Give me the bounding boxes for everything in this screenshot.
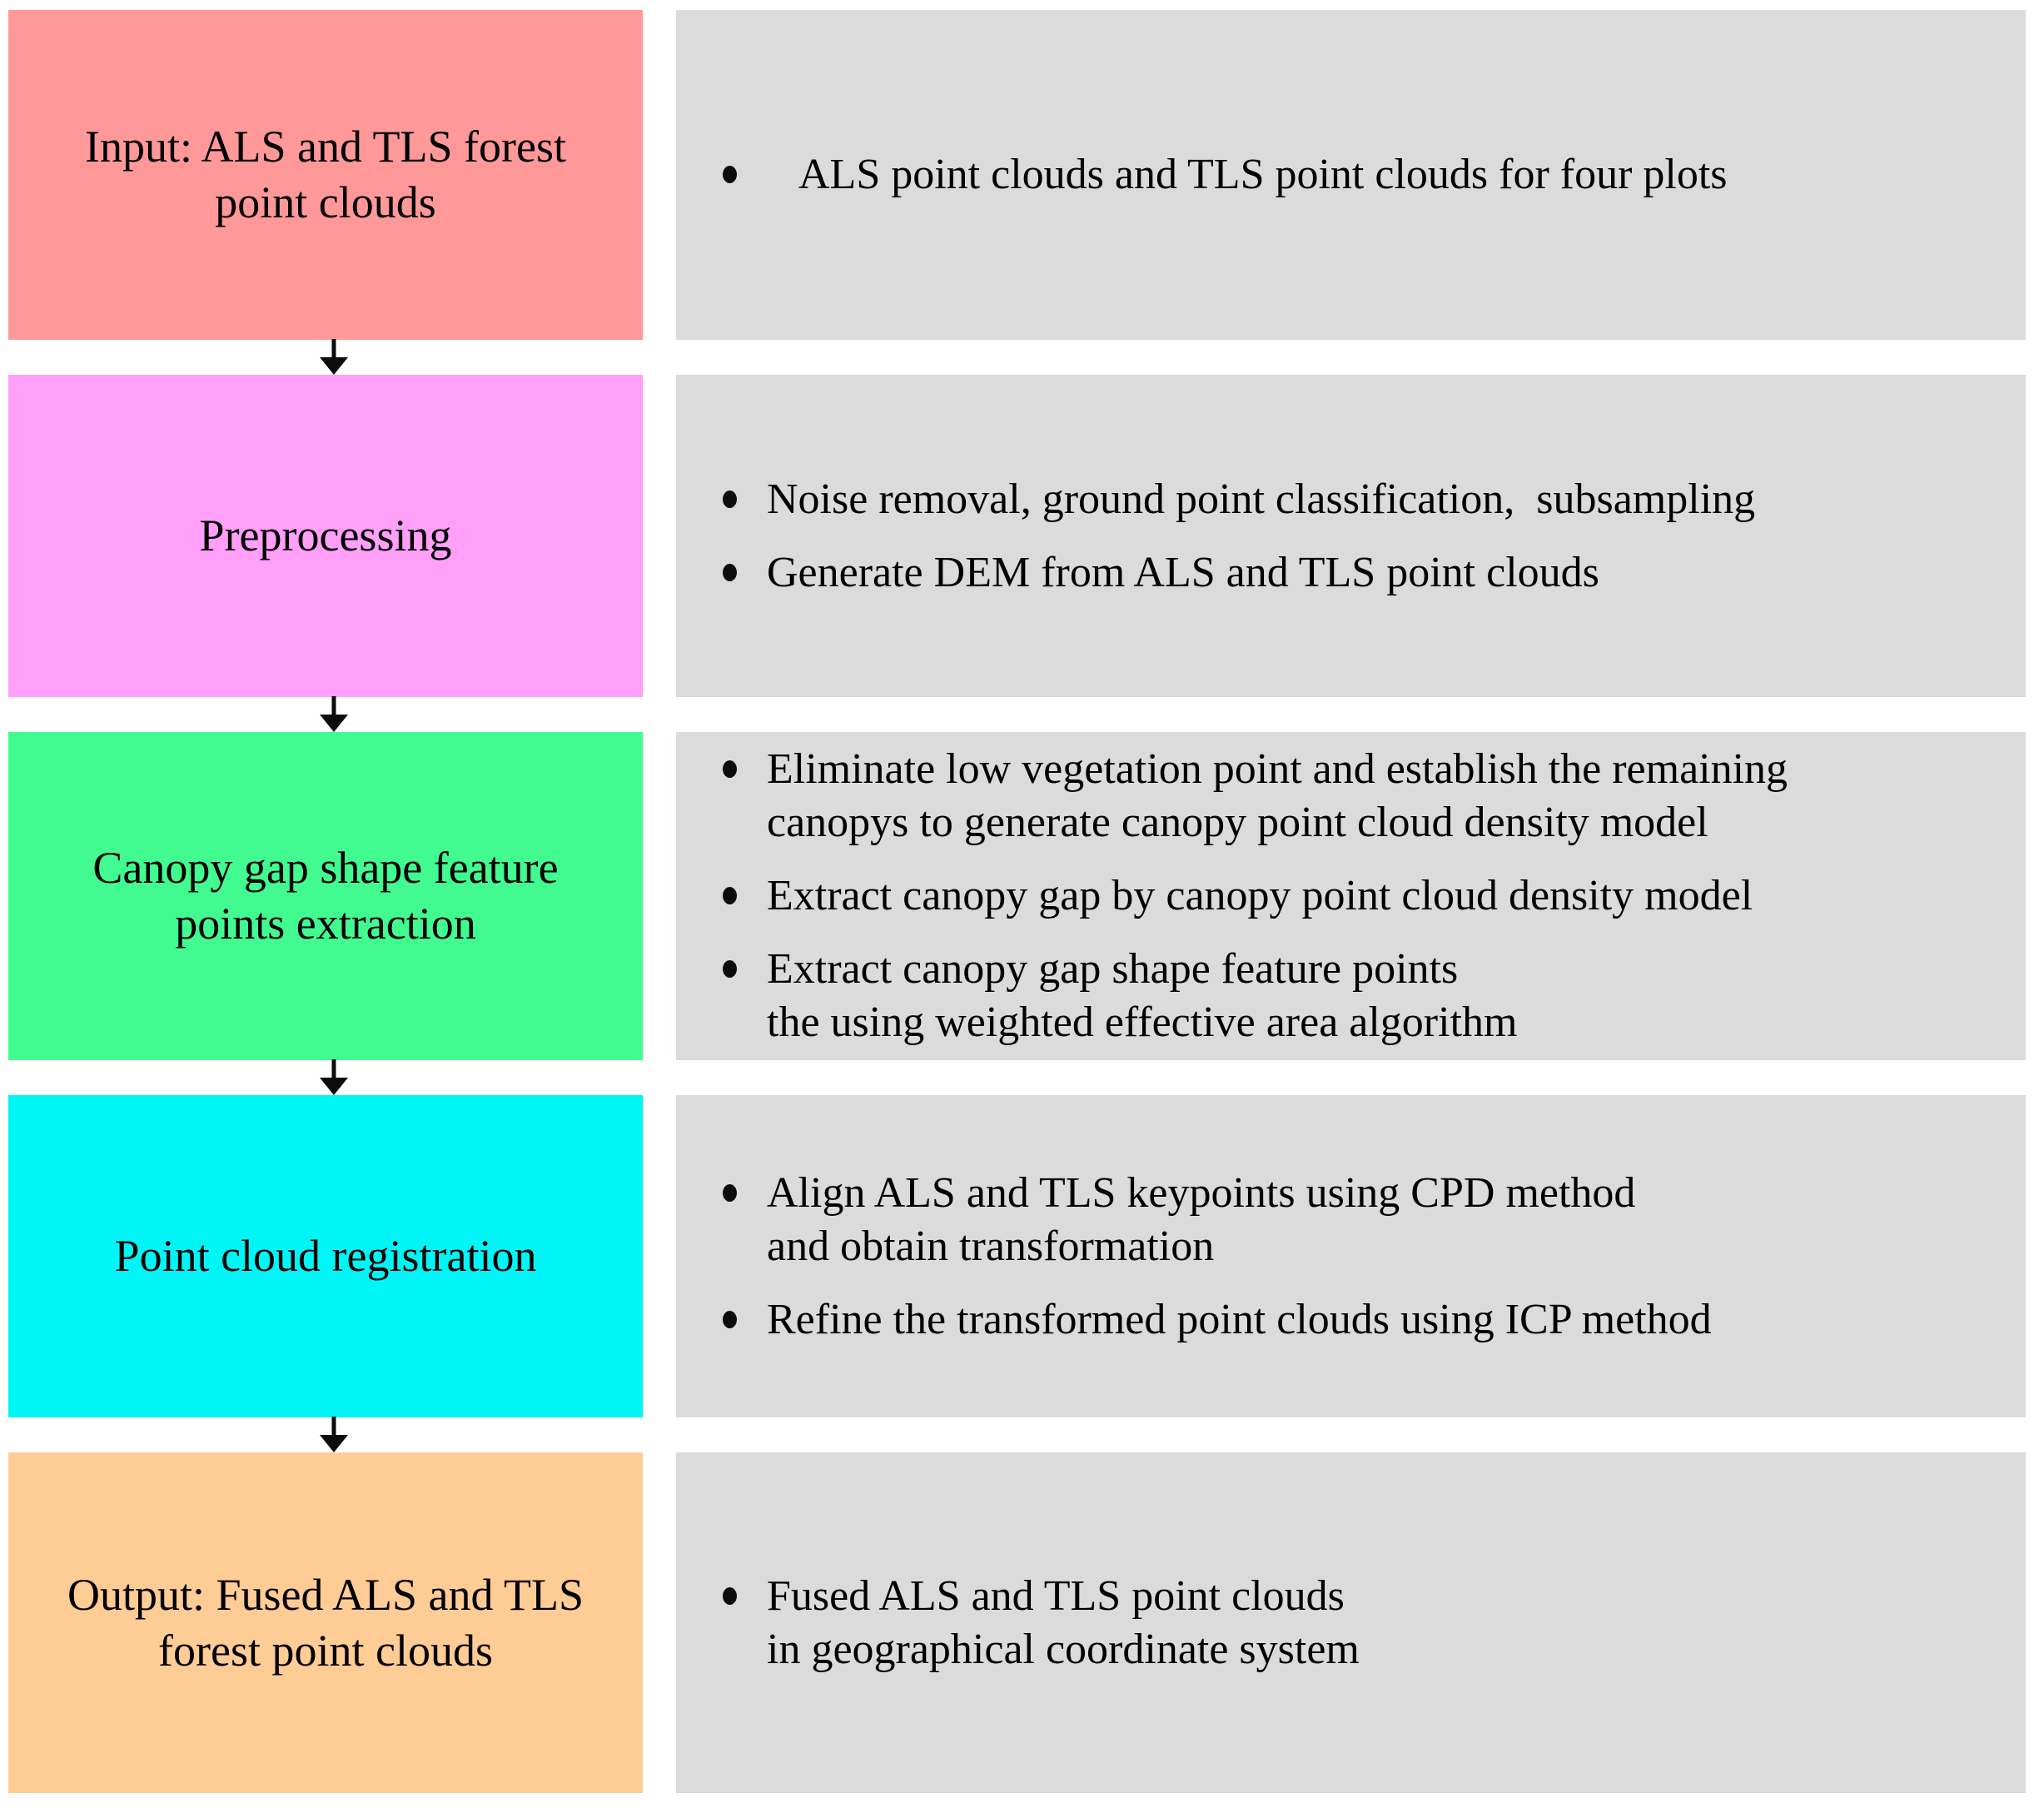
list-item: Fused ALS and TLS point clouds in geogra…	[723, 1570, 2001, 1676]
stage-box-input: Input: ALS and TLS forest point clouds	[8, 10, 643, 340]
details-box-input: ALS point clouds and TLS point clouds fo…	[676, 10, 2026, 340]
flow-row-feature-extraction: Canopy gap shape feature points extracti…	[8, 732, 2026, 1060]
details-box-output: Fused ALS and TLS point clouds in geogra…	[676, 1452, 2026, 1793]
details-box-preprocessing: Noise removal, ground point classificati…	[676, 375, 2026, 697]
list-item: Refine the transformed point clouds usin…	[723, 1293, 2001, 1347]
details-box-registration: Align ALS and TLS keypoints using CPD me…	[676, 1095, 2026, 1417]
stage-box-output: Output: Fused ALS and TLS forest point c…	[8, 1452, 643, 1793]
details-box-feature-extraction: Eliminate low vegetation point and estab…	[676, 732, 2026, 1060]
bullet-icon	[723, 1310, 737, 1328]
down-arrow-icon	[320, 696, 348, 732]
list-item: Extract canopy gap shape feature points …	[723, 943, 2001, 1049]
bullet-text: Align ALS and TLS keypoints using CPD me…	[767, 1168, 1636, 1270]
list-item: Align ALS and TLS keypoints using CPD me…	[723, 1167, 2001, 1273]
stage-label: Point cloud registration	[114, 1231, 537, 1281]
bullet-text: Extract canopy gap by canopy point cloud…	[767, 872, 1753, 919]
list-item: Noise removal, ground point classificati…	[723, 473, 2001, 526]
down-arrow-icon	[320, 1059, 348, 1095]
bullet-text: Extract canopy gap shape feature points …	[767, 945, 1518, 1046]
flow-row-preprocessing: Preprocessing Noise removal, ground poin…	[8, 375, 2026, 697]
bullet-icon	[723, 1586, 737, 1605]
arrow-connector	[8, 339, 2026, 375]
stage-box-registration: Point cloud registration	[8, 1095, 643, 1417]
bullet-text: Fused ALS and TLS point clouds in geogra…	[767, 1571, 1360, 1673]
bullet-icon	[723, 490, 737, 508]
arrow-connector	[8, 1059, 2026, 1095]
arrow-connector	[8, 1417, 2026, 1452]
down-arrow-icon	[320, 1417, 348, 1452]
flow-row-registration: Point cloud registration Align ALS and T…	[8, 1095, 2026, 1417]
list-item: Extract canopy gap by canopy point cloud…	[723, 869, 2001, 923]
list-item: Generate DEM from ALS and TLS point clou…	[723, 546, 2001, 600]
bullet-icon	[723, 563, 737, 581]
arrow-connector	[8, 696, 2026, 732]
bullet-icon	[723, 760, 737, 778]
bullet-text: Generate DEM from ALS and TLS point clou…	[767, 548, 1599, 596]
bullet-text: Refine the transformed point clouds usin…	[767, 1295, 1712, 1343]
stage-label: Input: ALS and TLS forest point clouds	[85, 122, 566, 227]
bullet-text: Eliminate low vegetation point and estab…	[767, 745, 1788, 846]
bullet-text: Noise removal, ground point classificati…	[767, 475, 1756, 523]
bullet-icon	[723, 166, 737, 183]
stage-box-feature-extraction: Canopy gap shape feature points extracti…	[8, 732, 643, 1060]
flow-row-output: Output: Fused ALS and TLS forest point c…	[8, 1452, 2026, 1793]
list-item: ALS point clouds and TLS point clouds fo…	[723, 148, 2001, 202]
flow-row-input: Input: ALS and TLS forest point clouds A…	[8, 10, 2026, 340]
bullet-icon	[723, 887, 737, 904]
bullet-icon	[723, 960, 737, 978]
down-arrow-icon	[320, 339, 348, 375]
stage-label: Canopy gap shape feature points extracti…	[92, 843, 559, 949]
stage-label: Output: Fused ALS and TLS forest point c…	[67, 1569, 584, 1676]
list-item: Eliminate low vegetation point and estab…	[723, 743, 2001, 849]
stage-label: Preprocessing	[199, 511, 452, 560]
stage-box-preprocessing: Preprocessing	[8, 375, 643, 697]
bullet-icon	[723, 1183, 737, 1202]
bullet-text: ALS point clouds and TLS point clouds fo…	[798, 151, 1728, 198]
